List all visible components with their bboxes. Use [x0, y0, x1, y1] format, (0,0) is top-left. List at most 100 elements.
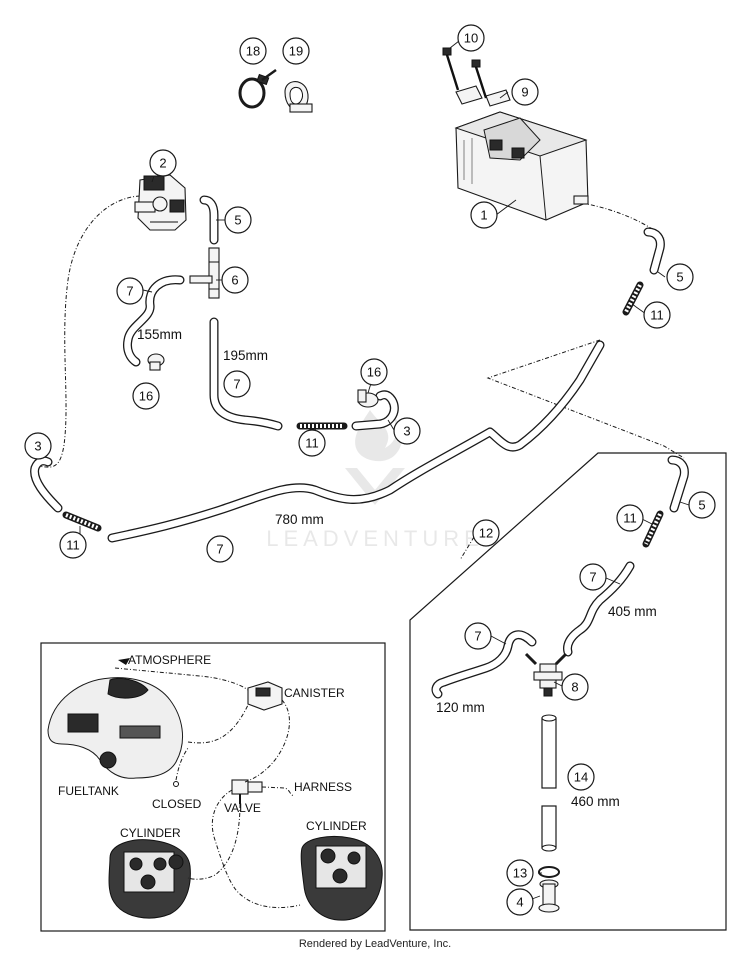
cylinder-right-illustration: [300, 835, 383, 921]
dimension-155mm: 155mm: [137, 327, 182, 342]
hose-14-460mm: [541, 714, 557, 852]
hose-5-kit: [667, 455, 689, 513]
callout-19: 19: [282, 37, 310, 65]
guide-line-right: [486, 339, 685, 459]
clamp-16-left: [147, 353, 165, 371]
svg-text:13: 13: [513, 866, 527, 881]
dimension-195mm: 195mm: [223, 348, 268, 363]
hose-7-155mm: [123, 275, 185, 367]
hose-clip-19: [284, 81, 313, 113]
callout-3-left: 3: [24, 432, 52, 460]
svg-text:4: 4: [516, 895, 523, 910]
callout-18: 18: [239, 37, 267, 65]
svg-text:7: 7: [216, 542, 223, 557]
svg-text:6: 6: [231, 273, 238, 288]
label-valve: VALVE: [224, 801, 261, 815]
schematic-inset-frame: [40, 642, 386, 932]
label-closed: CLOSED: [152, 797, 202, 811]
schematic-lines: [114, 658, 301, 909]
dimension-120mm: 120 mm: [436, 700, 485, 715]
svg-text:7: 7: [474, 629, 481, 644]
fuel-tank-illustration: [47, 677, 183, 779]
bracket-9: [455, 85, 541, 161]
watermark: LEADVENTURE: [266, 410, 484, 551]
callout-5-right: 5: [666, 263, 694, 291]
callout-14: 14: [567, 763, 595, 791]
svg-text:1: 1: [480, 208, 487, 223]
svg-text:16: 16: [139, 389, 153, 404]
dimension-405mm: 405 mm: [608, 604, 657, 619]
label-harness: HARNESS: [294, 780, 352, 794]
label-atmosphere: ATMOSPHERE: [128, 653, 211, 667]
svg-text:7: 7: [126, 284, 133, 299]
callout-16-right: 16: [360, 358, 388, 386]
svg-text:11: 11: [66, 538, 80, 553]
cylinder-left-illustration: [108, 839, 191, 919]
callout-3-middle: 3: [393, 417, 421, 445]
bolts-10: [442, 47, 488, 99]
dimension-780mm: 780 mm: [275, 512, 324, 527]
svg-text:19: 19: [289, 44, 303, 59]
svg-text:16: 16: [367, 365, 381, 380]
callout-2: 2: [149, 149, 177, 177]
svg-text:11: 11: [623, 511, 637, 526]
callout-11-kit: 11: [616, 504, 644, 532]
canister-illustration: [247, 681, 283, 711]
label-cylinder-left: CYLINDER: [120, 826, 181, 840]
label-canister: CANISTER: [284, 686, 345, 700]
callout-12: 12: [472, 519, 500, 547]
svg-text:5: 5: [698, 498, 705, 513]
svg-text:9: 9: [521, 85, 528, 100]
callout-11-right: 11: [643, 301, 671, 329]
svg-text:14: 14: [574, 770, 588, 785]
svg-text:5: 5: [234, 213, 241, 228]
callout-9: 9: [511, 78, 539, 106]
svg-text:3: 3: [403, 424, 410, 439]
svg-text:12: 12: [479, 526, 493, 541]
check-valve-8: [524, 652, 568, 697]
callout-16-left: 16: [132, 382, 160, 410]
callout-5-kit: 5: [688, 491, 716, 519]
callout-7-195mm: 7: [223, 370, 251, 398]
cable-tie-18: [238, 68, 277, 109]
svg-text:11: 11: [650, 308, 664, 323]
svg-text:7: 7: [233, 377, 240, 392]
callout-4: 4: [506, 888, 534, 916]
callout-7-120mm: 7: [464, 622, 492, 650]
label-fueltank: FUELTANK: [58, 784, 119, 798]
hose-5-top-right: [643, 227, 665, 275]
svg-text:10: 10: [464, 31, 478, 46]
callout-5-top: 5: [224, 206, 252, 234]
connector-11-top-right: [622, 281, 644, 316]
callout-13: 13: [506, 859, 534, 887]
connector-11-kit: [642, 510, 664, 548]
callout-6: 6: [221, 266, 249, 294]
hose-5-top: [199, 195, 219, 245]
hose-3-middle: [351, 390, 399, 431]
callout-7-780mm: 7: [206, 535, 234, 563]
clamp-16-right: [357, 389, 379, 408]
svg-text:2: 2: [159, 156, 166, 171]
callout-7-405mm: 7: [579, 563, 607, 591]
hose-7-780mm: [107, 340, 605, 543]
svg-text:LEADVENTURE: LEADVENTURE: [266, 526, 484, 551]
t-fitting-6: [189, 247, 220, 299]
callout-8: 8: [561, 673, 589, 701]
hose-3-left: [30, 456, 63, 513]
svg-text:8: 8: [571, 680, 578, 695]
callout-11-left: 11: [59, 531, 87, 559]
svg-text:7: 7: [589, 570, 596, 585]
connector-11-left: [62, 511, 102, 532]
callout-10: 10: [457, 24, 485, 52]
hose-7-195mm: [209, 317, 283, 431]
hose-7-120mm: [431, 630, 537, 699]
callout-1: 1: [470, 201, 498, 229]
svg-text:5: 5: [676, 270, 683, 285]
clamp-13: [538, 866, 560, 878]
hose-7-405mm: [563, 561, 635, 657]
pipe-fitting-4: [538, 879, 560, 913]
vent-line-left: [37, 195, 141, 468]
solenoid-valve-2: [134, 174, 187, 231]
callout-7-155mm: 7: [116, 277, 144, 305]
